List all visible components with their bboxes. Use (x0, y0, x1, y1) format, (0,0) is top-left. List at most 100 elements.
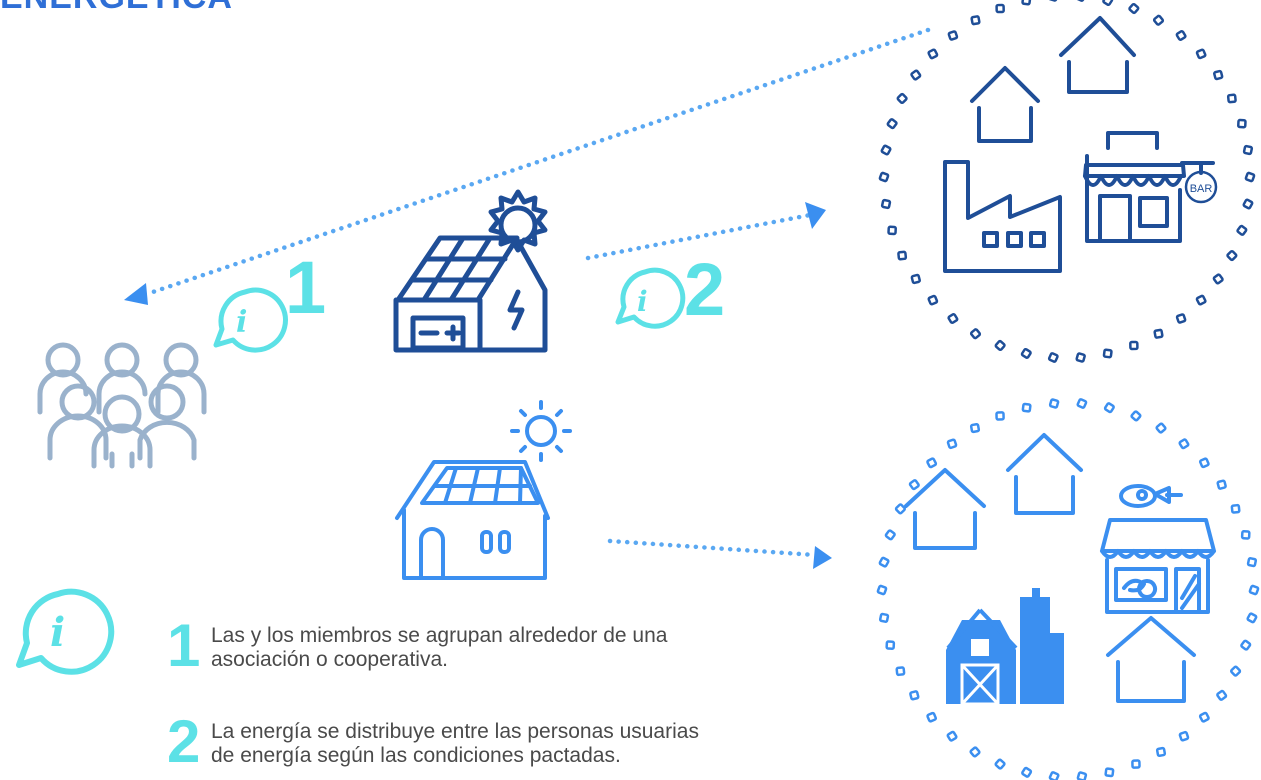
info-bubble-icon-1: i (213, 287, 288, 353)
ring-dot (947, 313, 959, 325)
legend-info-icon: i (16, 588, 115, 675)
shop-icon (1083, 131, 1186, 243)
legend-text-2-line1: La energía se distribuye entre las perso… (211, 720, 699, 743)
legend-text-2: La energía se distribuye entre las perso… (211, 720, 871, 768)
bar-sign-text: BAR (1190, 183, 1213, 195)
ring-dot (895, 666, 906, 677)
ring-dot (1226, 93, 1237, 104)
solar-house-icon (395, 400, 572, 580)
ring-dot (946, 438, 958, 450)
step-marker-1: 1 (285, 246, 327, 329)
ring-dot (1195, 48, 1207, 60)
ring-dot (878, 612, 890, 623)
ring-dot (1076, 771, 1088, 780)
ring-dot (1152, 14, 1165, 26)
ring-dot (1240, 639, 1252, 651)
house-outline-icon (904, 468, 986, 550)
ring-dot (1240, 530, 1251, 540)
svg-text:i: i (637, 285, 648, 318)
ring-dot (894, 503, 906, 515)
ring-dot (1198, 711, 1210, 723)
arrow-line-middle (585, 212, 813, 261)
ring-dot (1048, 771, 1060, 780)
ring-dot (1236, 224, 1248, 236)
ring-dot (1129, 340, 1139, 351)
legend-number-2: 2 (167, 708, 201, 775)
arrowhead-bottom (813, 546, 832, 569)
ring-dot (1102, 0, 1114, 7)
ring-dot (1102, 348, 1113, 359)
ring-dot (1103, 402, 1115, 414)
bar-sign-icon: BAR (1184, 170, 1218, 204)
ring-dot (1048, 398, 1060, 409)
ring-dot (1178, 438, 1190, 450)
arrowheads (124, 202, 832, 569)
solar-plant-icon (393, 189, 548, 353)
ring-dot (1128, 2, 1140, 15)
barn-icon (946, 588, 1064, 706)
step-marker-2: 2 (684, 248, 726, 331)
ring-dot (886, 118, 898, 130)
ring-dot (926, 457, 938, 469)
ring-dot (1020, 347, 1032, 359)
ring-dot (1230, 503, 1241, 514)
ring-dot (878, 556, 890, 568)
ring-dot (876, 584, 888, 596)
page-title: ENERGÉTICA (0, 0, 233, 17)
ring-dot (1155, 746, 1167, 758)
legend-text-2-line2: de energía según las condiciones pactada… (211, 744, 621, 767)
house-outline-icon (1006, 433, 1083, 515)
arrow-line-bottom (607, 538, 818, 558)
house-outline-icon (970, 66, 1040, 143)
svg-text:i: i (236, 305, 247, 340)
ring-dot (994, 339, 1006, 352)
ring-dot (1021, 0, 1032, 6)
ring-dot (1131, 759, 1141, 769)
ring-dot (1226, 249, 1238, 262)
community-ring-top (878, 0, 1256, 363)
ring-dot (897, 250, 908, 261)
ring-dot (1198, 457, 1210, 469)
legend-text-1-line2: asociación o cooperativa. (211, 648, 448, 671)
ring-dot (887, 225, 897, 236)
ring-dot (1075, 352, 1086, 363)
ring-dot (910, 273, 921, 285)
ring-dot (908, 479, 920, 491)
legend-number-1: 1 (167, 612, 201, 679)
arrow-line-top (147, 27, 931, 296)
ring-dot (1130, 410, 1142, 422)
ring-dot (878, 171, 890, 183)
ring-dot (927, 48, 939, 60)
legend-text-1: Las y los miembros se agrupan alrededor … (211, 624, 871, 672)
ring-dot (1178, 730, 1190, 742)
ring-dot (947, 30, 959, 41)
ring-dot (1244, 171, 1256, 183)
info-bubble-icon-2: i (615, 267, 686, 329)
ring-dot (880, 198, 892, 210)
ring-dot (1076, 398, 1088, 409)
ring-dot (1237, 118, 1247, 129)
ring-dot (1104, 767, 1115, 778)
ring-dot (1048, 0, 1059, 2)
house-outline-icon (1106, 616, 1196, 703)
ring-dot (1213, 69, 1224, 81)
svg-text:i: i (50, 609, 65, 656)
ring-dot (1195, 294, 1207, 306)
ring-dot (1175, 313, 1187, 324)
fish-shop-icon (1100, 518, 1216, 559)
top-community-buildings (943, 16, 1215, 273)
ring-dot (970, 15, 981, 26)
ring-dot (1155, 422, 1167, 434)
ring-dot (1021, 766, 1033, 778)
ring-dot (880, 144, 892, 156)
house-outline-icon (1059, 16, 1136, 94)
ring-dot (1248, 584, 1260, 596)
ring-dot (1246, 612, 1258, 624)
ring-dot (946, 730, 958, 742)
ring-dot (1242, 144, 1254, 156)
ring-dot (995, 3, 1005, 14)
ring-dot (969, 328, 982, 340)
ring-dot (969, 746, 981, 758)
flow-arrows (147, 27, 931, 558)
